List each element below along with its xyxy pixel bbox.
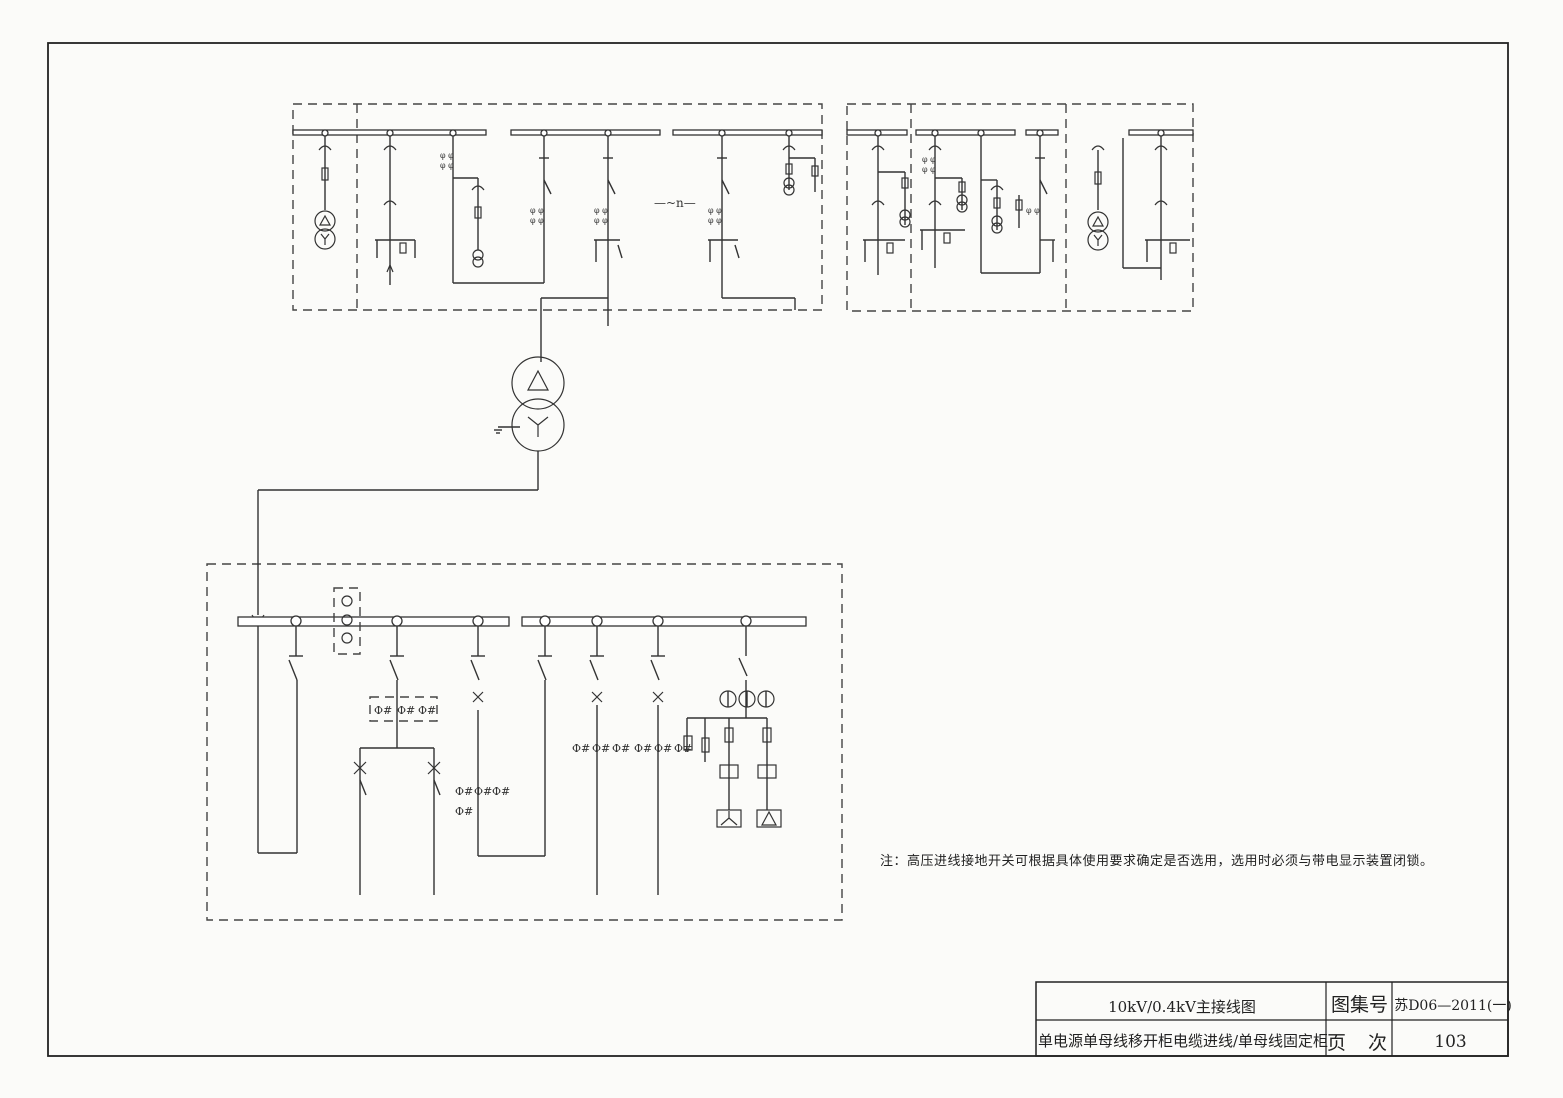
incoming-cabinet [375, 136, 416, 285]
ct-group-label: Φ# [374, 704, 392, 717]
svg-text:Φ#: Φ# [612, 742, 630, 755]
svg-text:Φ#: Φ# [654, 742, 672, 755]
feeder-cabinet-right: φ φ [1026, 136, 1055, 273]
svg-text:Φ#: Φ# [572, 742, 590, 755]
atlas-number-label: 图集号 [1330, 994, 1388, 1016]
svg-text:φ φ: φ φ [530, 216, 544, 225]
svg-text:φ φ: φ φ [1026, 206, 1040, 215]
svg-text:φ φ: φ φ [922, 165, 936, 174]
drawing-subtitle: 单电源单母线移开柜电缆进线/单母线固定柜 [1038, 1032, 1329, 1050]
feeder-cabinet-2: φ φ φ φ [594, 136, 623, 298]
page-label: 页 次 [1327, 1032, 1396, 1054]
atlas-number-value: 苏D06—2011(一) [1394, 998, 1512, 1014]
metering-cabinet-right: φ φ φ φ [920, 136, 968, 268]
svg-text:Φ#: Φ# [474, 785, 492, 798]
incoming-cabinet-right [863, 136, 911, 275]
drawing-title: 10kV/0.4kV主接线图 [1108, 998, 1256, 1016]
svg-text:Φ#: Φ# [674, 742, 692, 755]
svg-text:φ φ: φ φ [440, 161, 454, 170]
lv-switchgear: Φ# Φ# Φ# Φ# Φ# Φ# Φ# Φ# [206, 490, 843, 921]
main-transformer [258, 297, 609, 491]
svg-text:φ φ: φ φ [594, 206, 608, 215]
metering-riser-cabinet: φ φ φ φ [440, 136, 544, 284]
riser-cabinet-right [980, 136, 1040, 274]
pt-cabinet [314, 136, 336, 250]
tilde-n-label: —~n— [654, 196, 696, 210]
svg-text:Φ#: Φ# [455, 785, 473, 798]
svg-text:φ φ: φ φ [708, 206, 722, 215]
pt-metering-cabinet [782, 136, 819, 196]
svg-text:φ φ: φ φ [440, 151, 454, 160]
svg-text:Φ#: Φ# [492, 785, 510, 798]
svg-text:φ φ: φ φ [530, 206, 544, 215]
svg-text:φ φ: φ φ [922, 155, 936, 164]
hv-switchgear-group-right: φ φ φ φ φ φ [846, 103, 1194, 312]
design-note: 注：高压进线接地开关可根据具体使用要求确定是否选用，选用时必须与带电显示装置闭锁… [880, 854, 1434, 869]
drawing-border [47, 42, 1509, 1057]
pt-cabinet-right [1087, 145, 1109, 251]
svg-text:Φ#: Φ# [592, 742, 610, 755]
svg-text:Φ#: Φ# [397, 704, 415, 717]
feeder-cabinet-n: φ φ φ φ [708, 136, 796, 310]
svg-text:Φ#: Φ# [418, 704, 436, 717]
svg-text:φ φ: φ φ [708, 216, 722, 225]
svg-text:Φ#: Φ# [455, 805, 473, 818]
page-number: 103 [1434, 1032, 1467, 1052]
incoming-cabinet-far-right [1122, 136, 1190, 280]
bus-taps-hv-left [321, 129, 793, 137]
svg-text:Φ#: Φ# [634, 742, 652, 755]
svg-text:φ φ: φ φ [594, 216, 608, 225]
feeder-cabinet-1: φ φ φ φ [530, 136, 552, 283]
hv-switchgear-group-left: φ φ φ φ φ φ φ φ φ φ φ φ —~n— φ φ [292, 103, 823, 311]
